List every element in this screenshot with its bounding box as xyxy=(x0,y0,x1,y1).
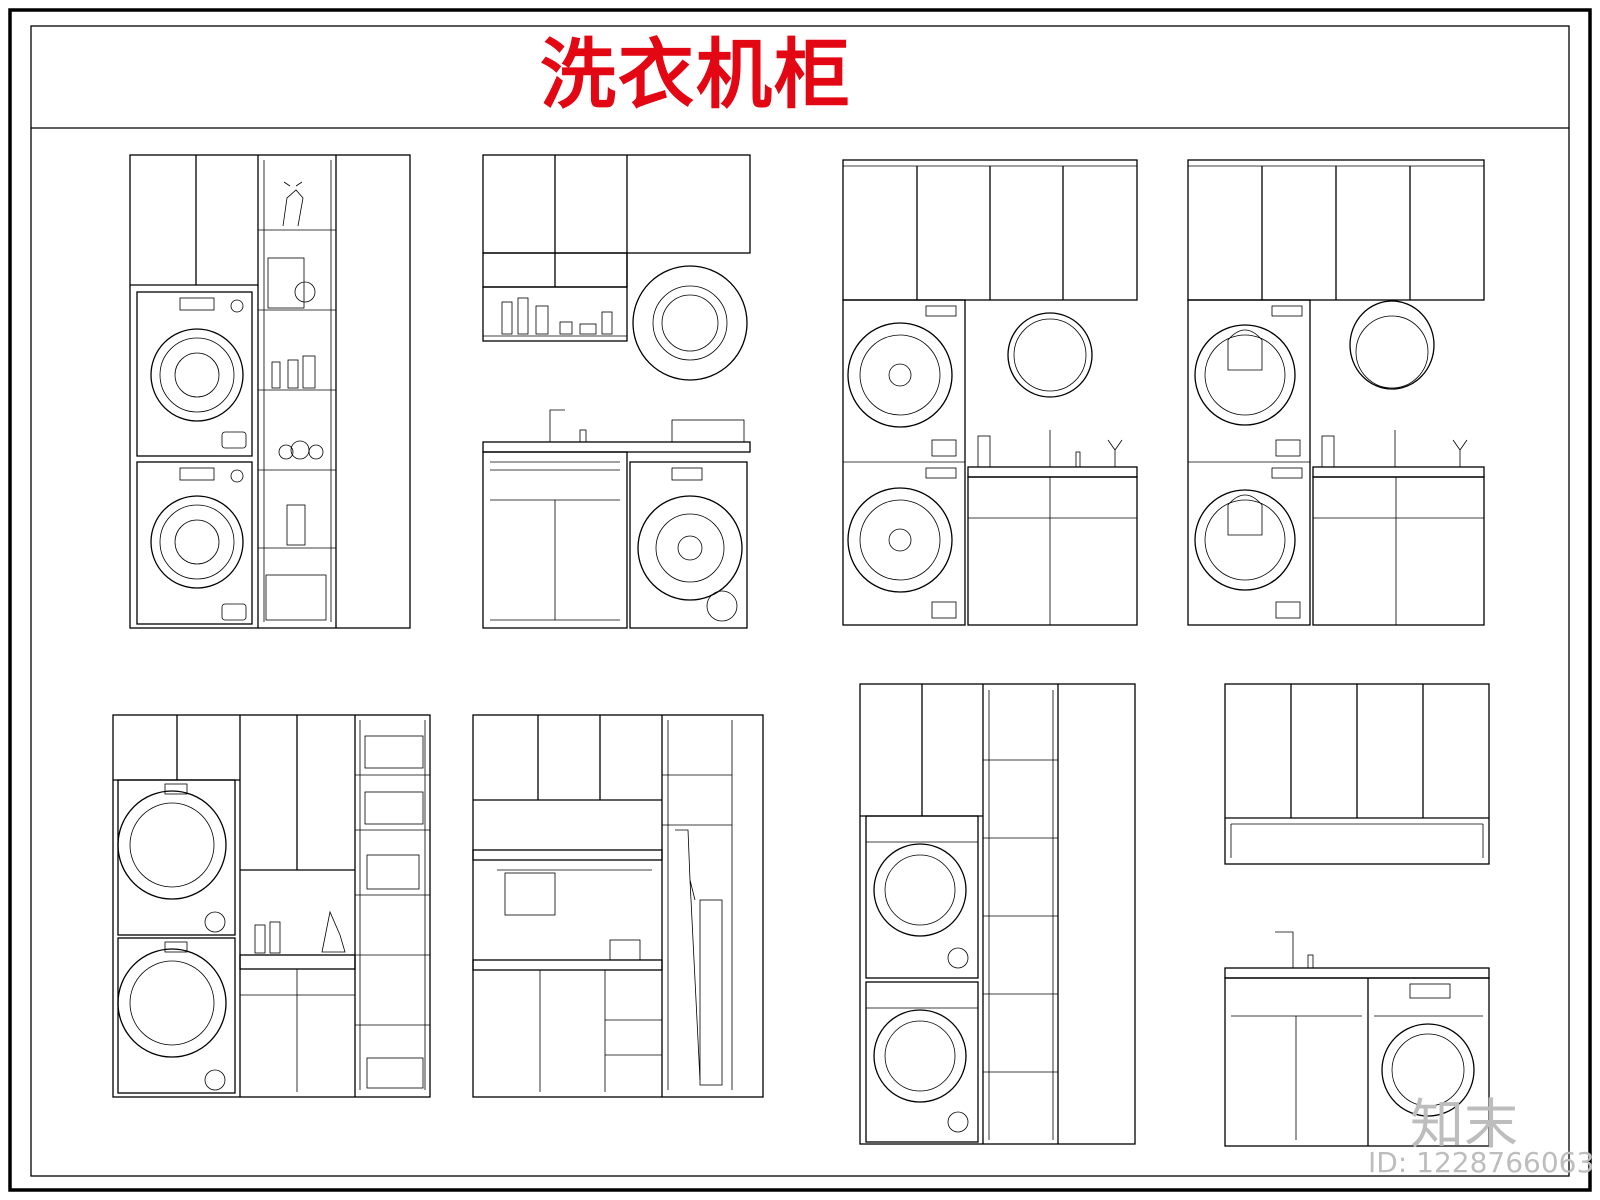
watermark-id: ID: 1228766063 xyxy=(1368,1146,1595,1179)
elevation-5 xyxy=(112,714,431,1098)
elevation-2 xyxy=(482,154,751,629)
elevation-3 xyxy=(842,159,1138,626)
watermark-logo: 知末 xyxy=(1410,1093,1518,1156)
elevation-1 xyxy=(129,154,411,629)
elevation-8 xyxy=(1224,683,1490,1147)
elevation-7 xyxy=(859,683,1136,1145)
elevation-4 xyxy=(1187,159,1485,626)
drawing-title: 洗衣机柜 xyxy=(540,30,852,119)
inner-frame xyxy=(30,25,1570,1177)
outer-frame xyxy=(8,8,1592,1192)
elevation-6 xyxy=(472,714,764,1098)
